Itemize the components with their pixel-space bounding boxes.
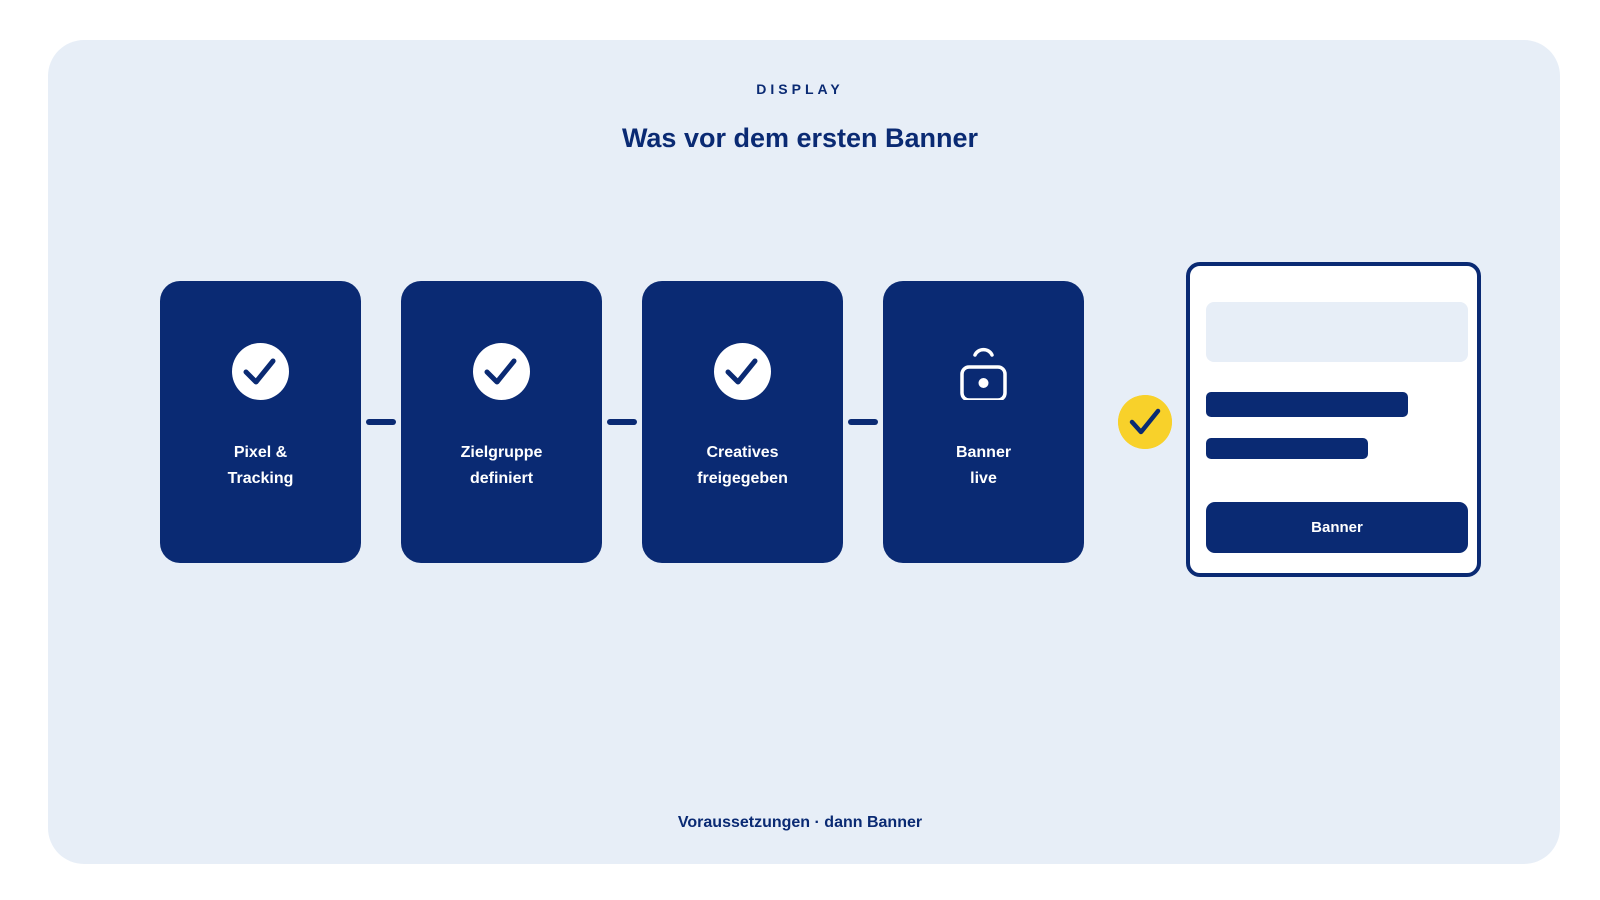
check-circle-icon [232,343,289,400]
connector-line [607,419,637,425]
step-label-line2: freigegeben [697,470,788,487]
check-circle-icon [714,343,771,400]
step-label-line1: Pixel & [233,444,288,461]
unlocked-padlock-icon [960,347,1007,400]
connector-line [848,419,878,425]
step-label: Creatives freigegeben [652,440,833,492]
step-label-line1: Creatives [706,444,779,461]
step-creatives: Creatives freigegeben [642,281,843,563]
footer-caption: Voraussetzungen · dann Banner [677,814,923,831]
step-label: Zielgruppe definiert [411,440,592,492]
step-label-line2: live [970,470,997,487]
step-zielgruppe: Zielgruppe definiert [401,281,602,563]
step-label-line2: definiert [469,470,534,487]
banner-button[interactable]: Banner [1206,502,1468,553]
step-label-line2: Tracking [227,470,294,487]
banner-preview-card: Banner [1186,262,1481,577]
eyebrow-label: DISPLAY [756,81,844,97]
step-label-line1: Banner [955,444,1012,461]
check-icon [1118,395,1172,449]
step-label-line1: Zielgruppe [460,444,543,461]
check-circle-icon [473,343,530,400]
connector-line [366,419,396,425]
step-banner-live: Banner live [883,281,1084,563]
step-pixel-tracking: Pixel & Tracking [160,281,361,563]
step-label: Banner live [893,440,1074,492]
step-label: Pixel & Tracking [170,440,351,492]
banner-headline-placeholder [1206,392,1408,417]
banner-image-placeholder [1206,302,1468,362]
banner-subline-placeholder [1206,438,1368,459]
diagram-title: Was vor dem ersten Banner [621,123,979,153]
